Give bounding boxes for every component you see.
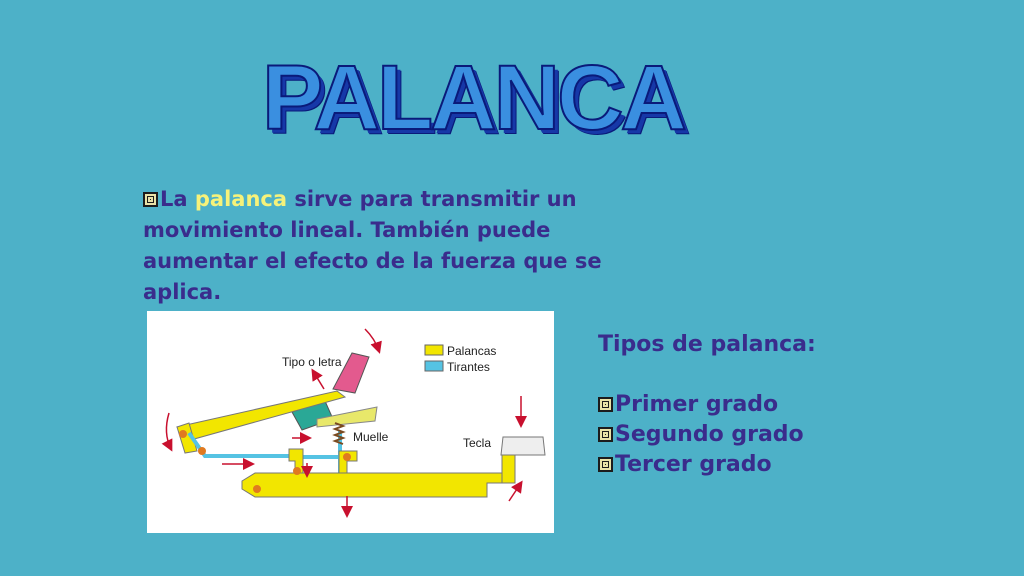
motion-arrow <box>161 412 173 452</box>
list-item: Tercer grado <box>598 450 816 480</box>
key-cap <box>500 436 546 456</box>
label-tipo: Tipo o letra <box>282 355 342 369</box>
pivot <box>198 447 206 455</box>
pivot <box>253 485 261 493</box>
lever-diagram: Palancas Tirantes Tipo o letra Mue <box>161 328 546 518</box>
legend-palancas-swatch <box>424 344 444 356</box>
motion-arrow <box>311 368 325 390</box>
upper-tie-rod <box>187 431 347 459</box>
square-spiral-bullet-icon <box>598 457 613 472</box>
square-spiral-bullet-icon <box>598 427 613 442</box>
pivot <box>293 467 301 475</box>
intro-part2: sirve para transmitir un movimiento line… <box>143 187 602 304</box>
intro-highlight: palanca <box>194 187 288 211</box>
square-spiral-bullet-icon <box>598 397 613 412</box>
intro-part1: La <box>160 187 195 211</box>
lever-types: Tipos de palanca: Primer grado Segundo g… <box>598 330 816 480</box>
legend-tirantes-label: Tirantes <box>447 360 490 374</box>
intro-paragraph: La palanca sirve para transmitir un movi… <box>143 184 653 308</box>
pivot <box>343 453 351 461</box>
list-item: Primer grado <box>598 390 816 420</box>
spring <box>332 422 346 445</box>
type-letter-head <box>332 352 370 394</box>
slide-title: PALANCA <box>261 47 688 149</box>
lever-mechanism-figure: Palancas Tirantes Tipo o letra Mue <box>147 311 554 533</box>
types-heading: Tipos de palanca: <box>598 332 816 357</box>
key-lever <box>241 472 508 498</box>
list-item: Segundo grado <box>598 420 816 450</box>
label-muelle: Muelle <box>353 430 389 444</box>
label-tecla: Tecla <box>463 436 491 450</box>
motion-arrow <box>364 328 382 354</box>
legend-palancas-label: Palancas <box>447 344 496 358</box>
type-support <box>316 406 378 428</box>
pivot <box>179 430 187 438</box>
square-spiral-bullet-icon <box>143 192 158 207</box>
legend-tirantes-swatch <box>424 360 444 372</box>
motion-arrow <box>508 480 523 502</box>
